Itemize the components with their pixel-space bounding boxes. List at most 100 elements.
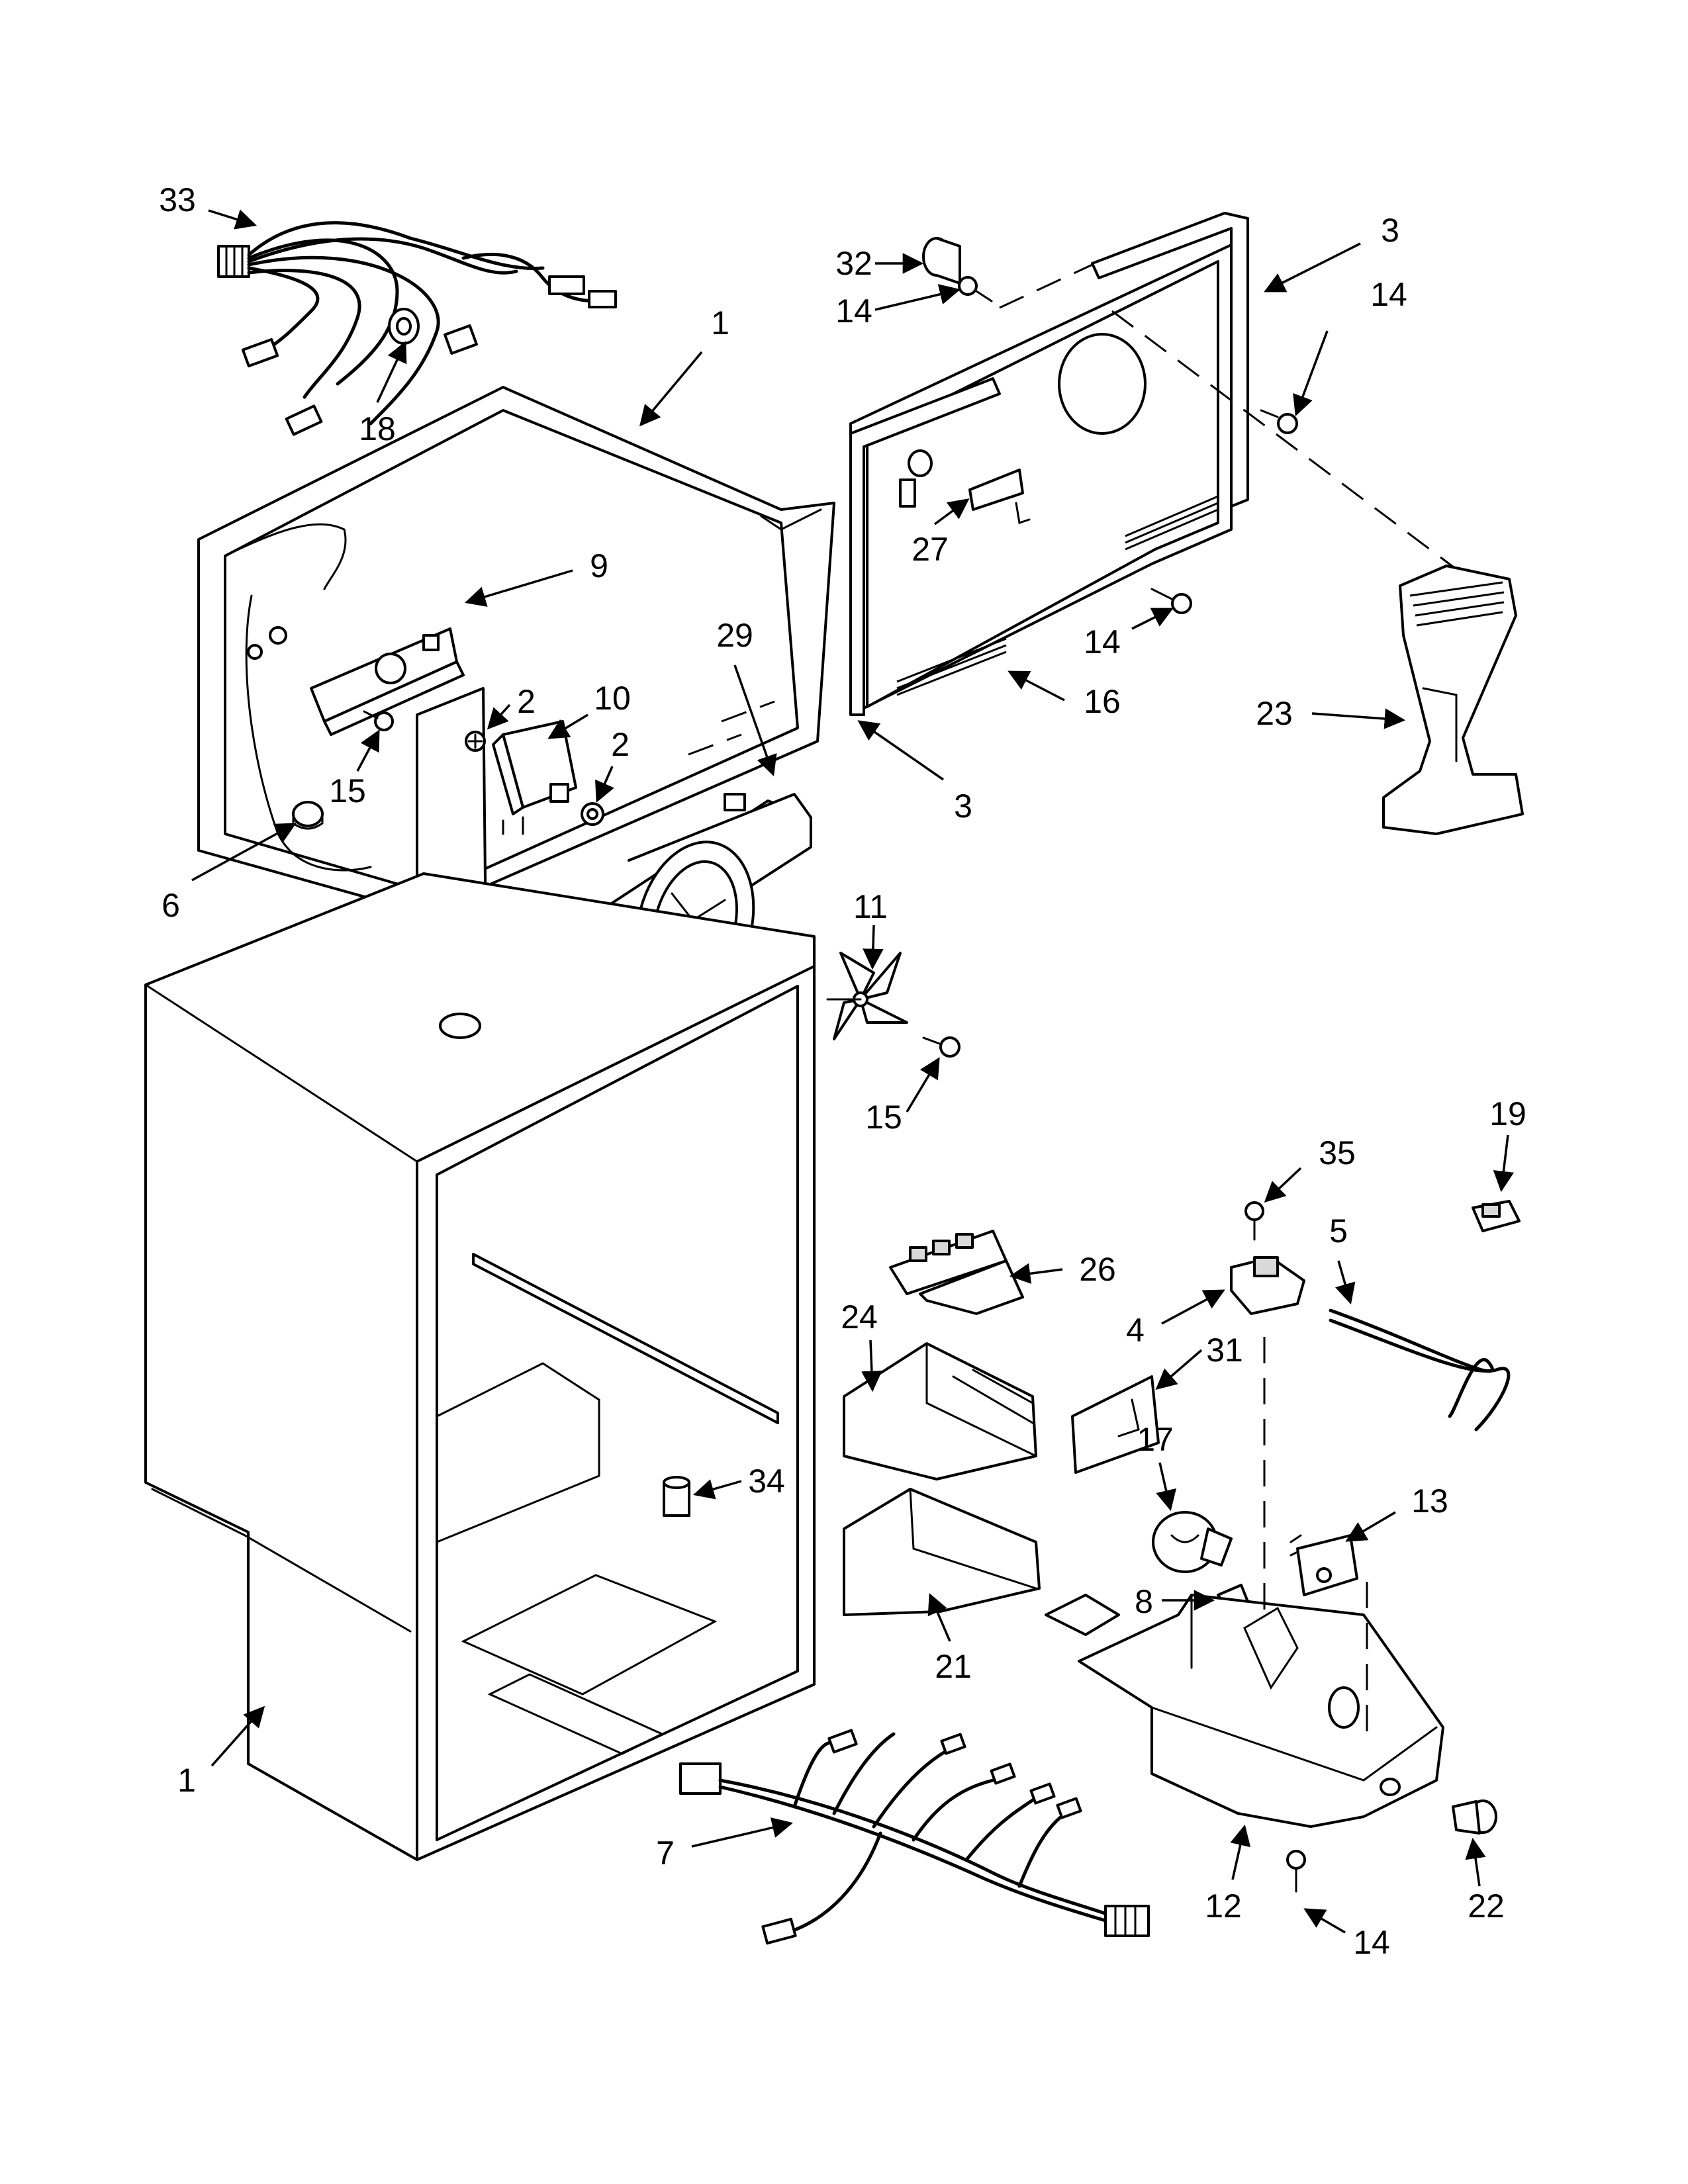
tube-5 — [1329, 1308, 1511, 1432]
light-bulb-17 — [1152, 1511, 1233, 1573]
callout-3: 3 — [1381, 212, 1399, 249]
leader-arrow — [1155, 1349, 1203, 1390]
callout-4: 4 — [1126, 1312, 1145, 1349]
leader-arrow — [691, 1817, 794, 1848]
callout-6: 6 — [162, 887, 180, 924]
leader-arrow — [1311, 708, 1406, 729]
callout-16: 16 — [1084, 683, 1121, 720]
leader-arrow — [1465, 1837, 1486, 1887]
leader-arrow — [733, 664, 777, 776]
leader-arrow — [1345, 1511, 1396, 1542]
screw-15 — [363, 710, 394, 731]
fresh-food-liner-1 — [144, 872, 816, 1861]
callout-9: 9 — [590, 547, 608, 584]
evaporator-cover-16 — [849, 244, 1233, 716]
leader-arrow — [1264, 1167, 1302, 1203]
leader-arrow — [1008, 670, 1065, 702]
switch-13 — [1289, 1534, 1358, 1596]
leader-lines — [191, 209, 1515, 1934]
leader-arrow — [933, 498, 970, 525]
leader-arrow — [906, 1057, 940, 1113]
callout-labels: 33 18 1 9 29 2 10 2 15 6 32 14 3 14 27 1… — [159, 181, 1526, 1961]
grommet-22 — [1452, 1799, 1497, 1835]
spacer-32 — [922, 237, 961, 285]
leader-arrow — [1230, 1824, 1251, 1880]
clip-27 — [968, 469, 1031, 524]
screw-15 — [922, 1036, 961, 1058]
clip-19 — [1472, 1200, 1521, 1232]
callout-33: 33 — [159, 181, 196, 218]
callout-1: 1 — [177, 1762, 196, 1799]
callout-1: 1 — [711, 304, 729, 341]
callout-34: 34 — [748, 1463, 785, 1500]
callout-27: 27 — [912, 531, 949, 568]
callout-24: 24 — [841, 1298, 878, 1336]
screw-14 — [1150, 588, 1192, 614]
callout-14: 14 — [835, 293, 872, 330]
callout-17: 17 — [1137, 1421, 1174, 1458]
callout-15: 15 — [329, 772, 366, 809]
leader-arrow — [1156, 1462, 1177, 1512]
callout-31: 31 — [1206, 1332, 1243, 1369]
wire-harness-33 — [217, 221, 617, 436]
leader-arrow — [927, 1593, 951, 1642]
callout-32: 32 — [835, 245, 872, 282]
callout-8: 8 — [1135, 1583, 1153, 1620]
screw-35 — [1244, 1201, 1264, 1241]
light-housing-12 — [1078, 1337, 1444, 1828]
leader-arrow — [1303, 1908, 1346, 1934]
callout-2: 2 — [517, 683, 536, 720]
callout-12: 12 — [1205, 1888, 1242, 1925]
leader-arrow — [1293, 330, 1329, 416]
callout-14: 14 — [1084, 623, 1121, 660]
leader-arrow — [1493, 1134, 1515, 1193]
light-socket-4 — [1230, 1256, 1305, 1315]
plug-34 — [663, 1476, 690, 1517]
leader-arrow — [1335, 1260, 1356, 1305]
callout-14: 14 — [1370, 276, 1407, 313]
leader-arrow — [595, 766, 614, 803]
screw-14 — [1260, 409, 1298, 434]
leader-arrow — [1161, 1289, 1225, 1325]
screw-14 — [958, 276, 993, 302]
leader-arrow — [857, 720, 944, 781]
crisper-cover-21 — [843, 1488, 1041, 1616]
control-10 — [492, 720, 577, 835]
frame-3 — [849, 377, 1001, 716]
leader-arrow — [874, 284, 961, 311]
screw-2 — [581, 802, 604, 826]
callout-3: 3 — [954, 788, 972, 825]
leader-arrow — [208, 209, 258, 230]
screw-2 — [465, 731, 486, 752]
plate-31 — [1071, 1375, 1160, 1474]
callout-23: 23 — [1256, 695, 1293, 732]
leader-arrow — [863, 925, 884, 970]
callout-18: 18 — [359, 410, 396, 447]
leader-arrow — [376, 341, 407, 403]
leader-arrow — [356, 729, 380, 772]
callout-14: 14 — [1353, 1924, 1390, 1961]
leader-arrow — [1264, 242, 1361, 293]
leader-arrow — [861, 1340, 882, 1392]
callout-15: 15 — [865, 1099, 902, 1136]
callout-7: 7 — [656, 1835, 675, 1872]
callout-10: 10 — [594, 680, 631, 717]
callout-13: 13 — [1411, 1482, 1448, 1520]
callout-26: 26 — [1079, 1251, 1116, 1288]
callout-22: 22 — [1468, 1888, 1505, 1925]
leader-arrow — [639, 351, 703, 427]
crisper-cover-24 — [843, 1342, 1037, 1480]
switch-housing-26 — [889, 1230, 1024, 1315]
callout-2: 2 — [611, 726, 630, 763]
screw-14 — [1286, 1850, 1306, 1893]
leader-arrow — [692, 1479, 742, 1500]
wire-harness-7 — [679, 1729, 1150, 1945]
callout-5: 5 — [1329, 1212, 1348, 1250]
freezer-liner-1 — [197, 386, 835, 1021]
damper-bracket-9 — [310, 627, 465, 736]
callout-35: 35 — [1319, 1134, 1356, 1171]
callout-21: 21 — [935, 1648, 972, 1685]
callout-19: 19 — [1489, 1095, 1526, 1132]
leader-arrow — [211, 1706, 265, 1767]
